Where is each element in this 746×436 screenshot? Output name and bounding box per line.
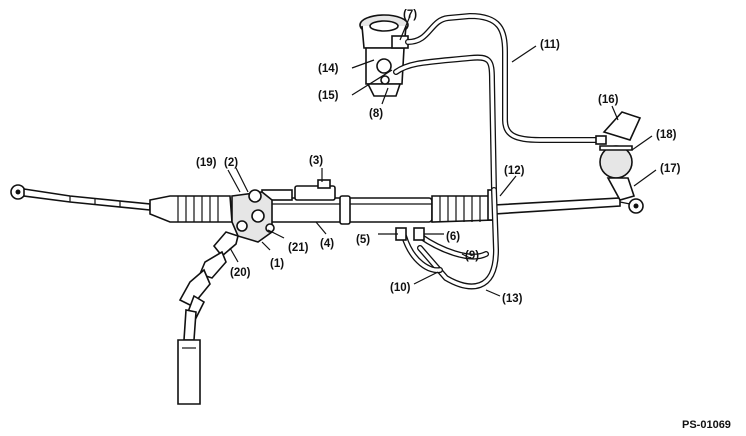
reservoir-tank (595, 111, 642, 201)
valve-housing (231, 189, 275, 243)
callout-21: (21) (288, 242, 309, 254)
steering-column (177, 339, 201, 405)
callout-20: (20) (230, 267, 251, 279)
pipe-fittings (395, 227, 425, 241)
left-boot (149, 195, 233, 223)
callout-1: (1) (270, 258, 284, 270)
callout-7: (7) (403, 9, 417, 21)
callout-16: (16) (598, 94, 619, 106)
callout-3: (3) (309, 155, 323, 167)
callout-8: (8) (369, 108, 383, 120)
callout-6: (6) (446, 231, 460, 243)
left-tie-rod (10, 184, 151, 211)
callout-11: (11) (540, 39, 560, 51)
callout-5: (5) (356, 234, 370, 246)
callout-12: (12) (504, 165, 525, 177)
callout-4: (4) (320, 238, 334, 250)
callout-17: (17) (660, 163, 681, 175)
callout-15: (15) (318, 90, 339, 102)
callout-2: (2) (224, 157, 238, 169)
hoses (393, 13, 603, 290)
callout-9: (9) (465, 250, 479, 262)
figure-code: PS-01069 (682, 419, 731, 431)
right-boot (431, 195, 495, 223)
callout-19: (19) (196, 157, 217, 169)
universal-joint (178, 231, 239, 341)
callout-10: (10) (390, 282, 411, 294)
callout-14: (14) (318, 63, 339, 75)
oil-pump (359, 14, 409, 97)
callout-labels: (7) (11) (14) (15) (8) (16) (18) (17) (1… (196, 9, 681, 305)
callout-18: (18) (656, 129, 677, 141)
callout-13: (13) (502, 293, 523, 305)
leader-lines (227, 15, 657, 297)
